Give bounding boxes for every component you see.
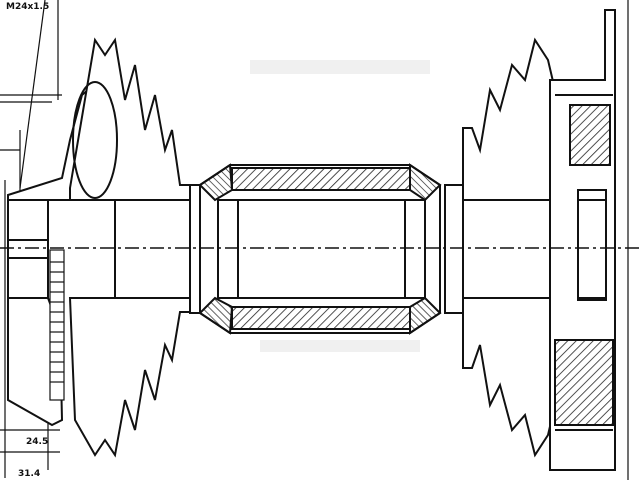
watermark bbox=[250, 60, 430, 352]
outer-boot bbox=[68, 37, 194, 458]
dim-label-bottom-left-1: 24.5 bbox=[26, 437, 48, 447]
inner-boot bbox=[462, 37, 556, 458]
damper-tube bbox=[198, 163, 442, 335]
inner-cv-housing bbox=[549, 9, 616, 471]
left-dimension-lines bbox=[0, 0, 62, 478]
dim-label-top-left: M24x1.5 bbox=[6, 2, 49, 12]
abs-tone-ring bbox=[49, 249, 65, 401]
dim-label-bottom-left-2: 31.4 bbox=[18, 469, 40, 479]
